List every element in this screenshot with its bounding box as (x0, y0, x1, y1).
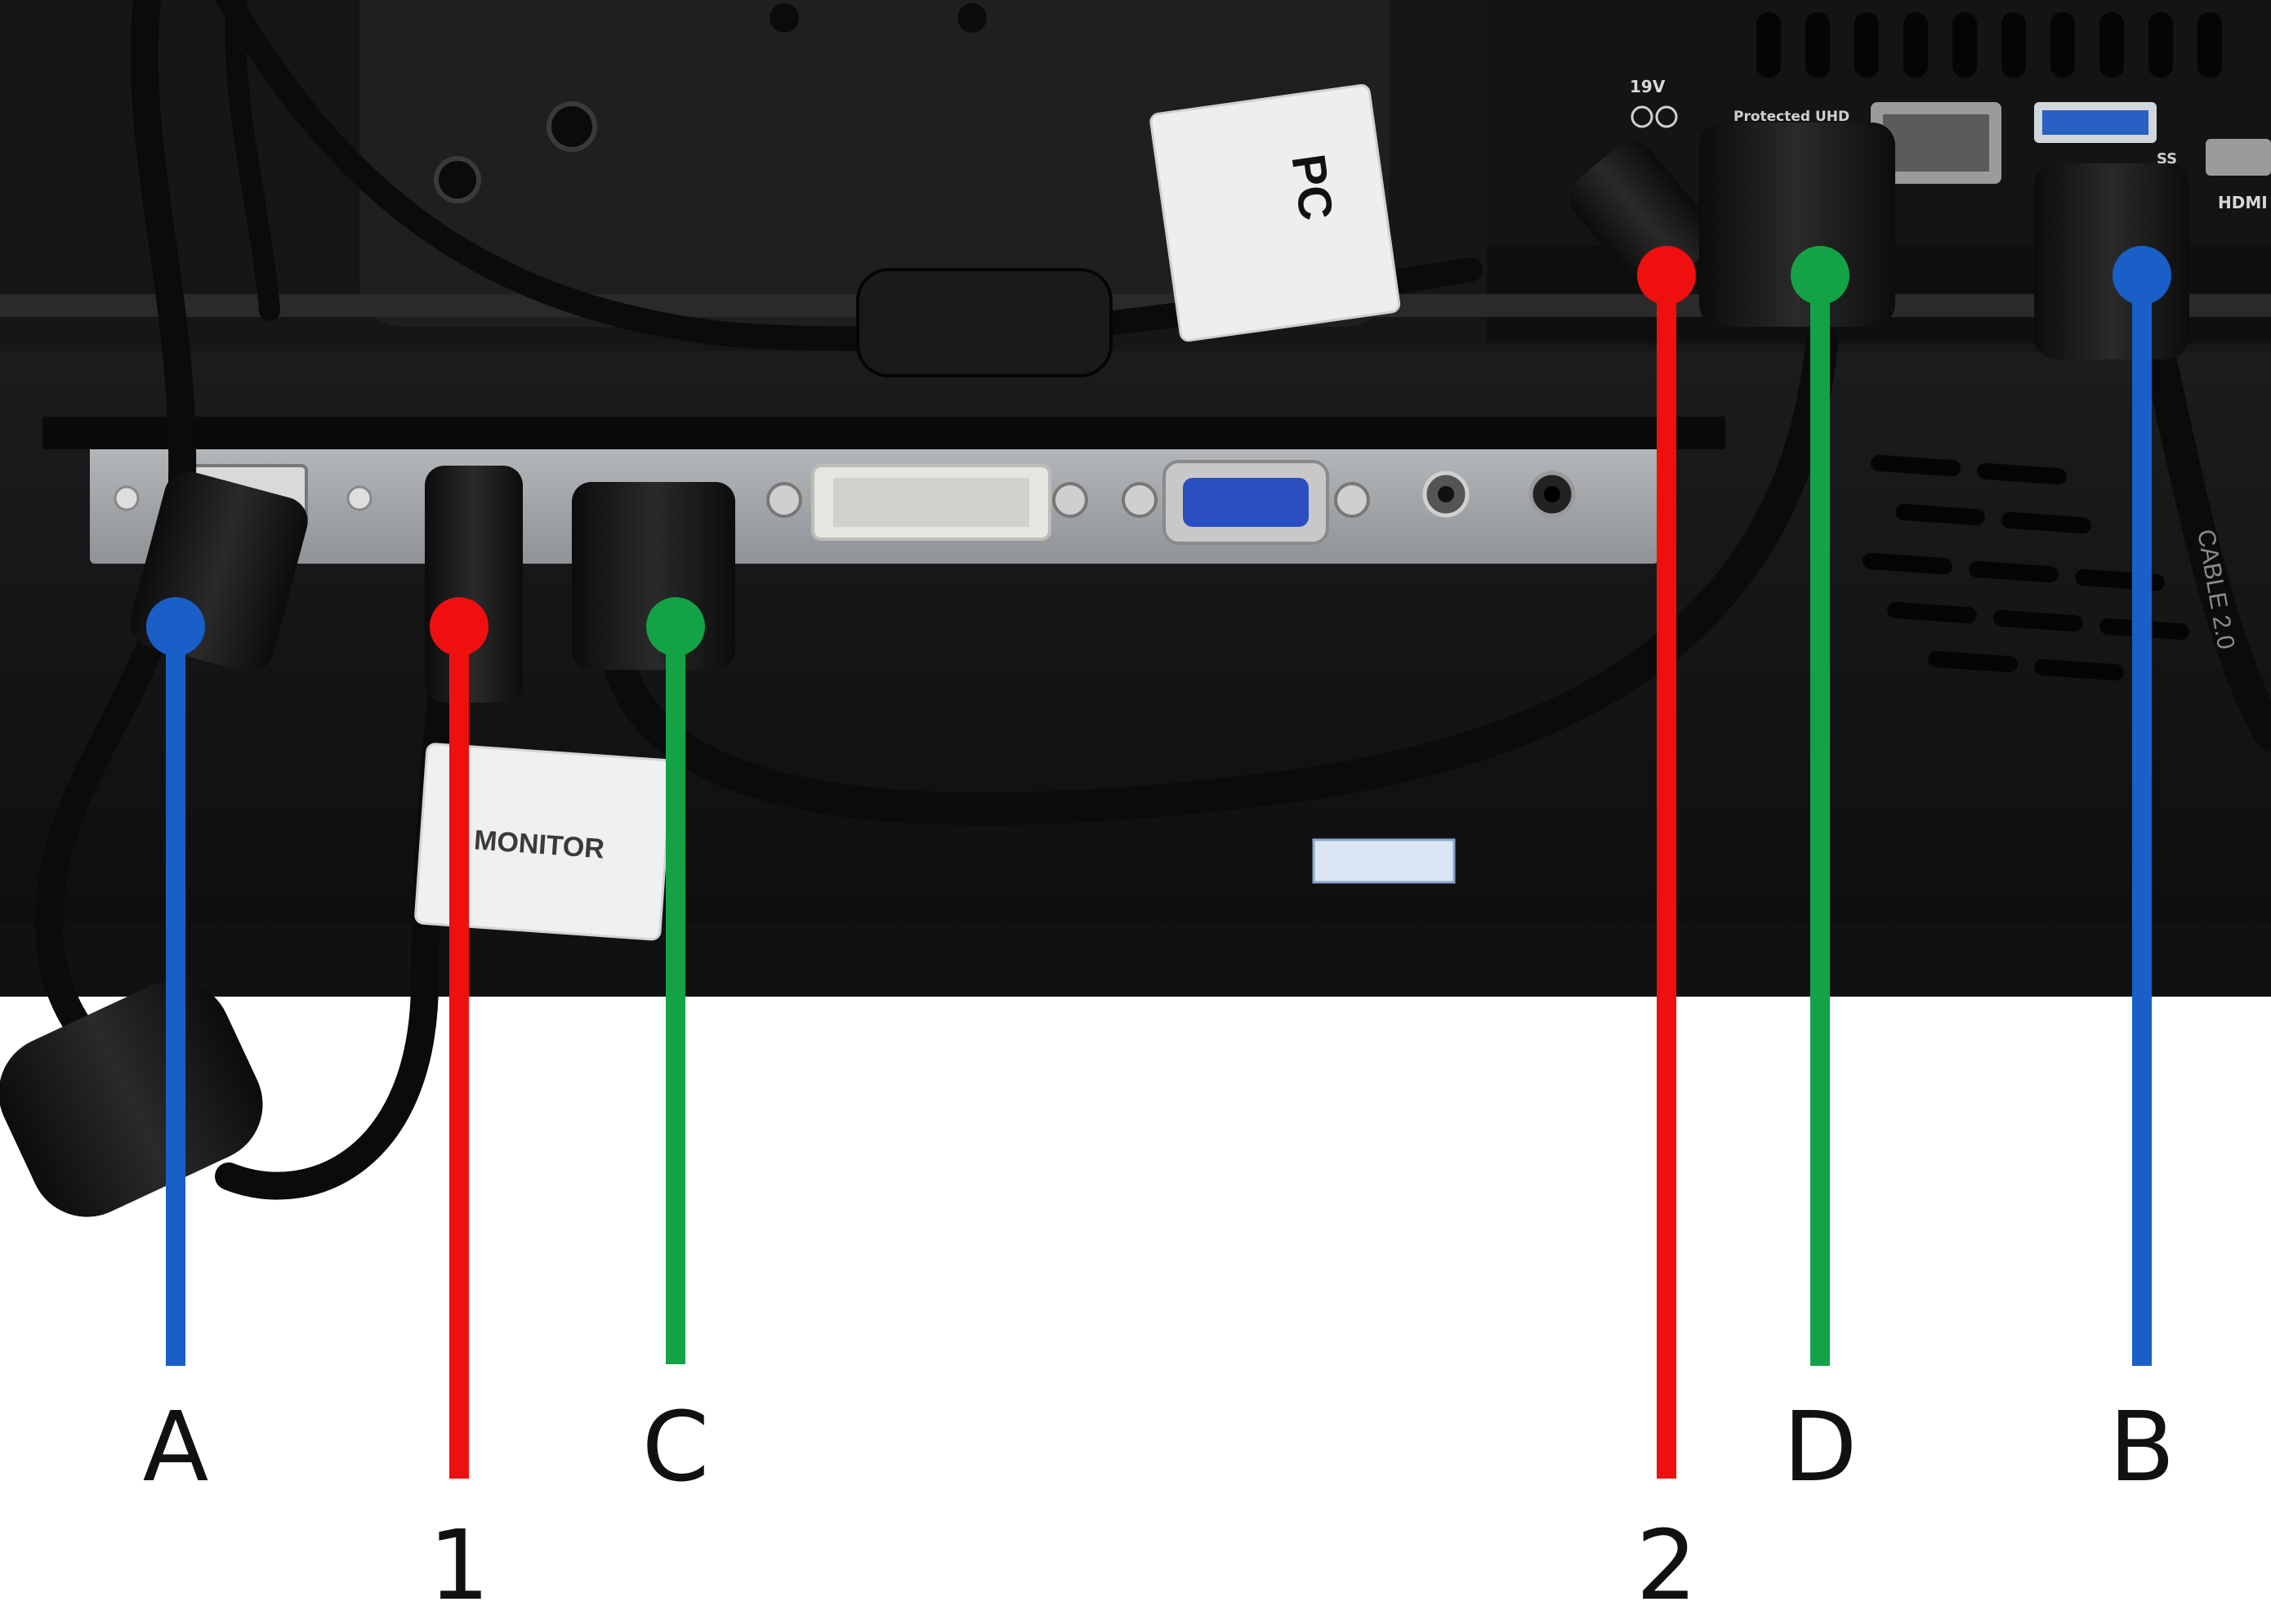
pc-label-text: PC (1282, 151, 1344, 224)
pc-usb-caption: SS (2157, 150, 2177, 167)
pc-label: PC (1149, 84, 1401, 342)
pc-power-rating: 19V (1630, 77, 1666, 96)
callout-dot-d (1791, 246, 1849, 305)
callout-d: D (1783, 246, 1858, 1503)
callout-a: A (143, 597, 209, 1503)
ferrite-choke (0, 980, 263, 1217)
callout-line-2 (1657, 275, 1676, 1479)
monitor-label: MONITOR (414, 743, 673, 941)
pc-hdmi-caption: Protected UHD (1733, 109, 1849, 125)
callout-1: 1 (428, 597, 490, 1622)
callout-label-d: D (1783, 1390, 1858, 1503)
callout-dot-b (2113, 246, 2171, 305)
serial-sticker (1312, 838, 1456, 884)
callout-line-c (666, 627, 685, 1364)
callout-dot-1 (430, 597, 489, 656)
pc-port-row: 19V Protected UHD SS HDMI (1630, 77, 2271, 212)
callout-dot-2 (1637, 246, 1696, 305)
callout-line-1 (449, 627, 469, 1479)
callout-label-b: B (2109, 1390, 2175, 1503)
callout-label-2: 2 (1635, 1509, 1697, 1622)
callout-line-b (2132, 275, 2152, 1366)
monitor-vent (1863, 454, 2189, 681)
pc-hdmi-logo: HDMI (2218, 193, 2268, 212)
callout-line-d (1810, 275, 1830, 1366)
callout-b: B (2109, 246, 2175, 1503)
callout-label-c: C (642, 1390, 709, 1503)
callout-dot-a (146, 597, 205, 656)
callout-2: 2 (1635, 246, 1698, 1622)
callout-label-a: A (143, 1390, 209, 1503)
callout-markers: A 1 C 2D B (143, 246, 2175, 1622)
callout-dot-c (646, 597, 705, 656)
callout-line-a (166, 627, 185, 1366)
callout-c: C (642, 597, 709, 1503)
pc-vent (1756, 12, 2222, 78)
callout-label-1: 1 (428, 1509, 489, 1622)
top-ferrite (856, 268, 1113, 377)
